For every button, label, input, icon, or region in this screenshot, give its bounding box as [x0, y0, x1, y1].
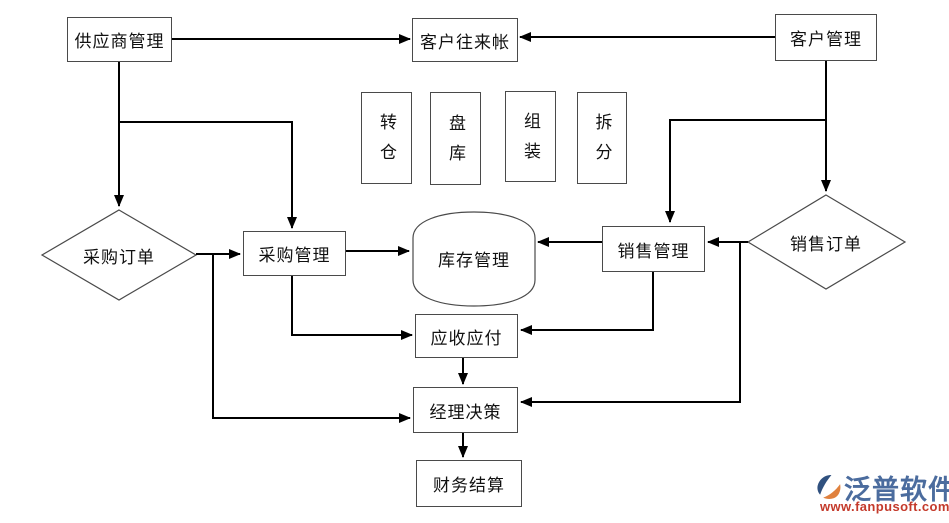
fanpu-watermark: 泛普软件 www.fanpusoft.com — [814, 468, 949, 520]
node-transfer-warehouse: 转仓 — [361, 92, 412, 184]
edge-salesmgmt-to-receivable — [520, 272, 654, 335]
node-customer-account: 客户往来帐 — [412, 18, 518, 62]
edge-customermgmt-to-salesmgmt — [665, 119, 826, 223]
fanpu-brand-text: 泛普软件 — [844, 475, 949, 505]
purchase-order-diamond — [40, 209, 198, 301]
fanpu-logo-icon — [817, 474, 841, 499]
node-disassembly: 拆分 — [577, 92, 627, 184]
node-sales-order-label: 销售订单 — [790, 234, 862, 254]
node-customer-management: 客户管理 — [775, 14, 877, 61]
node-receivable-payable: 应收应付 — [415, 314, 518, 358]
edge-purchaseorder-to-decision — [212, 254, 411, 423]
node-financial-settlement: 财务结算 — [416, 460, 522, 507]
node-sales-management: 销售管理 — [602, 226, 705, 272]
node-purchase-order-label: 采购订单 — [83, 247, 155, 267]
node-assembly: 组装 — [505, 91, 556, 182]
node-manager-decision: 经理决策 — [413, 387, 518, 433]
inventory-drum — [412, 211, 536, 307]
edge-salesorder-to-decision — [520, 242, 741, 407]
node-stocktake: 盘库 — [430, 92, 481, 185]
node-supplier-management: 供应商管理 — [67, 17, 172, 62]
fanpu-url-text: www.fanpusoft.com — [820, 499, 949, 514]
edge-purchasemgmt-to-receivable — [291, 276, 413, 340]
sales-order-diamond — [746, 194, 907, 290]
node-inventory-management-label: 库存管理 — [438, 250, 510, 270]
edge-supplier-to-purchasemgmt — [119, 121, 297, 229]
node-purchase-management: 采购管理 — [243, 231, 346, 276]
